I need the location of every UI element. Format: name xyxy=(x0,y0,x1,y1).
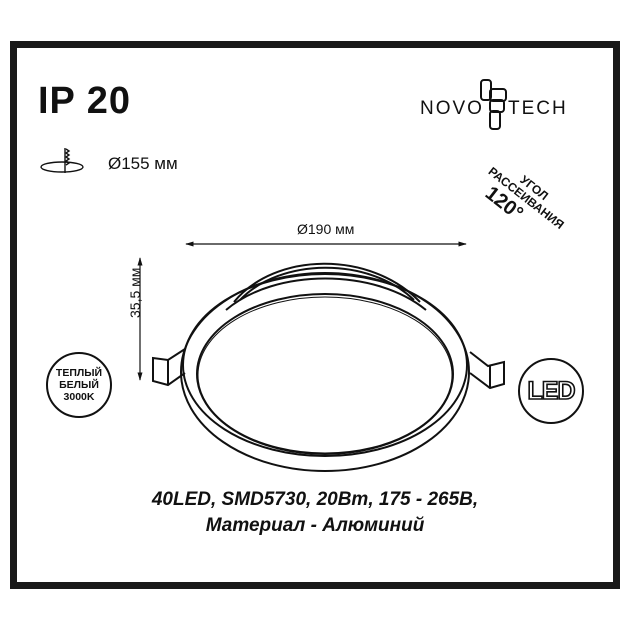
led-badge: LED xyxy=(518,358,584,424)
ip-rating: IP 20 xyxy=(38,80,132,122)
cutout-icon xyxy=(40,148,84,173)
novotech-logo: NOVO TECH xyxy=(418,76,598,136)
spec-sheet-frame xyxy=(10,41,620,589)
color-temp-line2: БЕЛЫЙ xyxy=(59,378,99,391)
color-temperature-badge: ТЕПЛЫЙ БЕЛЫЙ 3000K xyxy=(46,352,112,418)
svg-text:NOVO: NOVO xyxy=(420,98,484,119)
spec-line-1: 40LED, SMD5730, 20Вm, 175 - 265В, xyxy=(151,489,479,510)
svg-text:TECH: TECH xyxy=(508,98,568,119)
diameter-label: Ø190 мм xyxy=(297,221,355,237)
led-badge-text: LED xyxy=(527,376,577,406)
height-label: 35,5 мм xyxy=(127,267,143,318)
color-temp-line1: ТЕПЛЫЙ xyxy=(55,366,103,379)
spec-line-2: Материал - Алюминий xyxy=(205,515,425,536)
color-temp-line3: 3000K xyxy=(63,391,95,404)
cutout-diameter-label: Ø155 мм xyxy=(108,154,178,173)
